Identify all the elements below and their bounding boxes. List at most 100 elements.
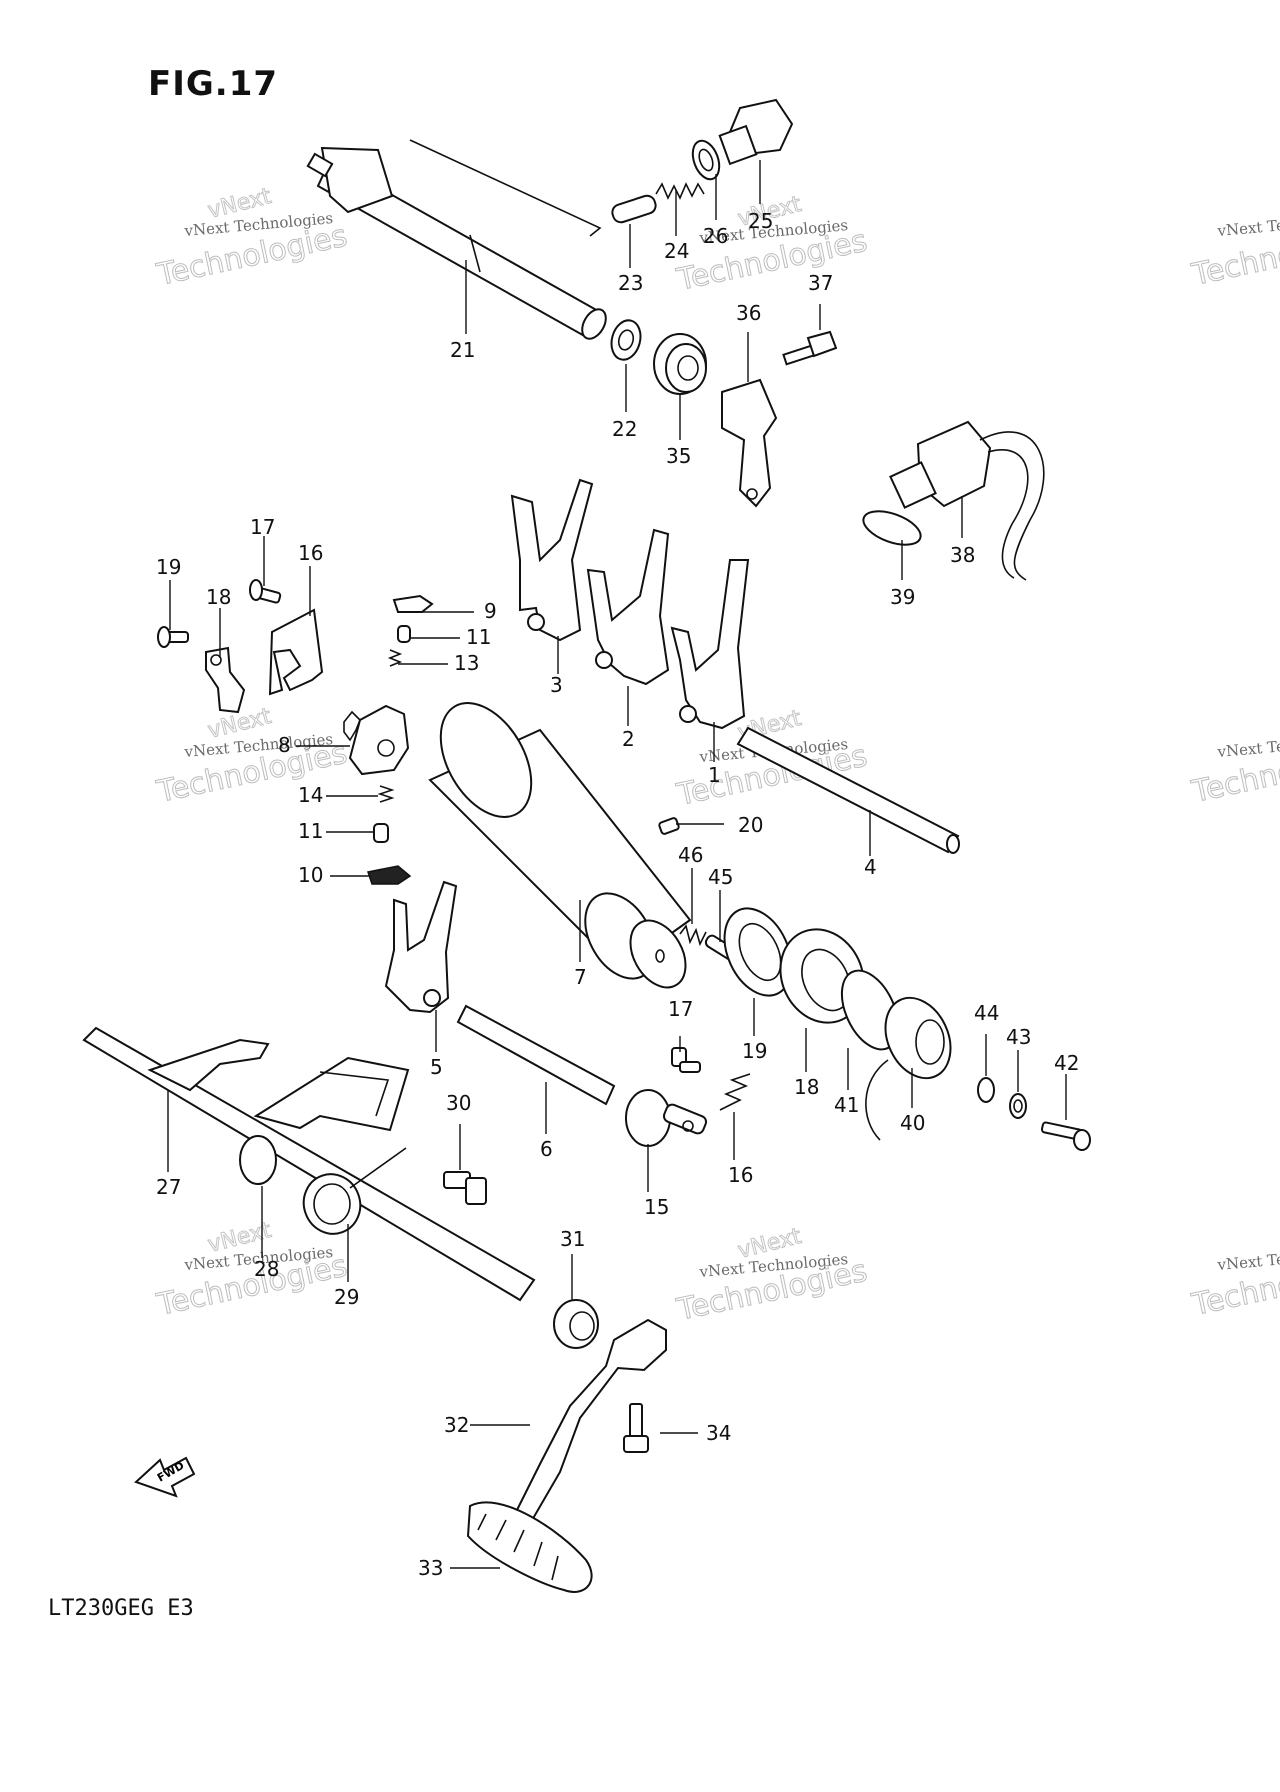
callout-12-lower: 14 xyxy=(298,783,323,807)
callout-30: 28 xyxy=(254,1257,279,1281)
callout-4: 4 xyxy=(864,855,877,879)
callout-15: 18 xyxy=(206,585,231,609)
callout-40: 38 xyxy=(950,543,975,567)
callout-25: 23 xyxy=(618,271,643,295)
leader-lines xyxy=(167,160,1067,1569)
callout-43: 41 xyxy=(834,1093,859,1117)
callout-8: 8 xyxy=(278,733,291,757)
part-44-screw xyxy=(1040,1121,1091,1151)
watermark-text: vNext Technologies xyxy=(1216,730,1280,761)
part-11-pin-lower xyxy=(373,823,389,843)
figure-title: FIG.17 xyxy=(148,64,279,104)
callout-26: 24 xyxy=(664,239,689,263)
callout-37: 35 xyxy=(666,444,691,468)
part-42-gear-indicator xyxy=(865,996,952,1141)
part-22-pin xyxy=(658,817,680,835)
part-35-lever-rubber xyxy=(466,1501,593,1593)
part-13-stopper-plate xyxy=(268,608,324,696)
callout-36: 34 xyxy=(706,1421,731,1445)
part-48-spring xyxy=(679,924,707,947)
part-11-pin-upper xyxy=(397,625,411,643)
callout-13: 16 xyxy=(298,541,323,565)
part-12-spring-upper xyxy=(387,649,403,667)
callout-19: 17 xyxy=(668,997,693,1021)
part-24-washer xyxy=(610,319,642,361)
part-46-washer xyxy=(977,1077,995,1103)
part-26-spring xyxy=(655,182,705,200)
part-41-o-ring xyxy=(862,510,922,546)
part-39-bolt xyxy=(782,330,838,366)
watermark-group: vNext Technologies Technologies vNext vN… xyxy=(153,183,1280,1328)
part-9-pawl xyxy=(392,594,434,613)
part-1-shift-fork xyxy=(670,559,750,730)
fwd-arrow-icon: FWD xyxy=(134,1456,196,1498)
part-28-washer xyxy=(691,139,721,181)
part-25-detent-pin xyxy=(611,194,657,224)
callout-34: 32 xyxy=(444,1413,469,1437)
callout-44: 42 xyxy=(1054,1051,1079,1075)
callout-17: 15 xyxy=(644,1195,669,1219)
part-43-o-ring xyxy=(840,969,900,1051)
part-6-fork-shaft xyxy=(456,1004,616,1106)
part-8-cam-gear xyxy=(343,704,410,776)
callout-46: 44 xyxy=(974,1001,999,1025)
callout-20: 18 xyxy=(794,1075,819,1099)
watermark-text: vNext Technologies xyxy=(1216,209,1280,240)
part-5-shift-fork xyxy=(384,880,458,1014)
callout-22: 20 xyxy=(738,813,763,837)
part-38-shift-arm xyxy=(721,378,778,508)
part-14-screw xyxy=(249,579,282,604)
callout-35: 33 xyxy=(418,1556,443,1580)
part-21-cam-plate xyxy=(723,907,793,997)
part-30-washer xyxy=(239,1135,277,1185)
part-10-pawl xyxy=(367,865,412,885)
part-36-bolt xyxy=(623,1403,649,1453)
callout-38: 36 xyxy=(736,301,761,325)
callout-31: 29 xyxy=(334,1285,359,1309)
callout-7: 7 xyxy=(574,965,587,989)
callout-21: 19 xyxy=(742,1039,767,1063)
part-7-shift-cam xyxy=(428,702,692,989)
callout-1: 1 xyxy=(708,763,721,787)
callout-2: 2 xyxy=(622,727,635,751)
part-17-stopper-arm xyxy=(625,1089,708,1147)
part-2-shift-fork xyxy=(586,528,670,686)
callout-42: 40 xyxy=(900,1111,925,1135)
callout-3: 3 xyxy=(550,673,563,697)
part-15-stopper xyxy=(205,646,246,714)
part-18-spring xyxy=(719,1073,751,1111)
callout-41: 39 xyxy=(890,585,915,609)
model-code: LT230GEG E3 xyxy=(48,1596,194,1621)
callout-10: 10 xyxy=(298,863,323,887)
callout-45: 43 xyxy=(1006,1025,1031,1049)
callout-18: 16 xyxy=(728,1163,753,1187)
part-19-bolt xyxy=(671,1047,701,1073)
callout-11-lower: 11 xyxy=(298,819,323,843)
part-40-neutral-switch xyxy=(889,420,1045,581)
callout-47: 45 xyxy=(708,865,733,889)
callout-39: 37 xyxy=(808,271,833,295)
part-33-oil-seal xyxy=(553,1299,599,1349)
part-3-shift-fork xyxy=(510,478,594,642)
part-12-spring-lower xyxy=(377,785,395,803)
callout-16: 19 xyxy=(156,555,181,579)
callout-32: 30 xyxy=(446,1091,471,1115)
callout-33: 31 xyxy=(560,1227,585,1251)
part-23-shift-shaft xyxy=(306,139,607,340)
callout-14: 17 xyxy=(250,515,275,539)
part-34-gearshift-lever xyxy=(492,1318,667,1562)
callout-23: 21 xyxy=(450,338,475,362)
part-31-spring xyxy=(302,1147,407,1235)
part-37-bearing xyxy=(653,333,707,395)
callout-48: 46 xyxy=(678,843,703,867)
callout-11-upper: 11 xyxy=(466,625,491,649)
callout-9: 9 xyxy=(484,599,497,623)
callout-28: 26 xyxy=(703,224,728,248)
callout-labels: 21 23 24 26 25 22 35 36 37 38 39 17 16 1… xyxy=(156,209,1079,1580)
callout-5: 5 xyxy=(430,1055,443,1079)
callout-24: 22 xyxy=(612,417,637,441)
part-45-washer xyxy=(1009,1093,1027,1119)
callout-27: 25 xyxy=(748,209,773,233)
part-29-gearshift-shaft xyxy=(82,1026,536,1302)
